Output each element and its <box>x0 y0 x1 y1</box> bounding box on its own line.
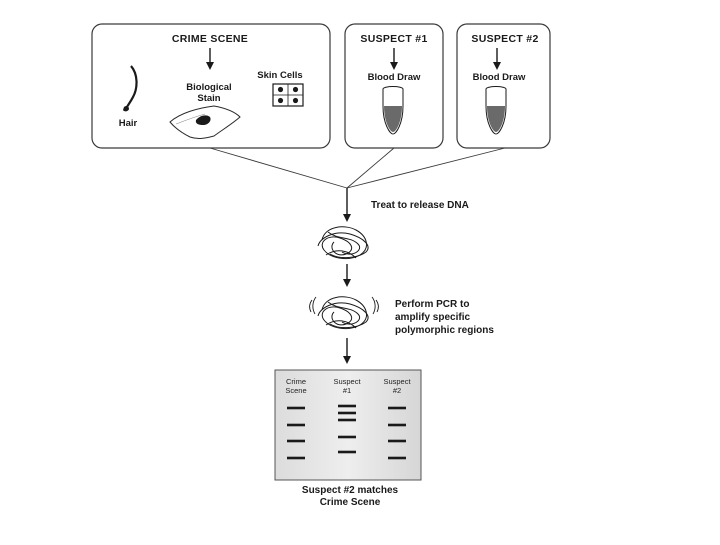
pcr-dna-tangle-icon <box>309 296 379 330</box>
hair-label: Hair <box>119 118 138 129</box>
result-line-2: Crime Scene <box>320 497 381 508</box>
gel-band <box>338 450 356 454</box>
gel-lane-header: #2 <box>393 386 401 395</box>
suspect-1-blood-draw-label: Blood Draw <box>368 72 421 83</box>
crime-scene-title: CRIME SCENE <box>172 33 248 45</box>
suspect-2-panel: SUSPECT #2 Blood Draw <box>456 23 551 149</box>
suspect-2-title: SUSPECT #2 <box>471 33 538 45</box>
gel-lane-header: #1 <box>343 386 351 395</box>
result-line-1: Suspect #2 matches <box>302 485 399 496</box>
suspect-2-blood-draw-label: Blood Draw <box>473 72 526 83</box>
cell-plate-icon <box>272 83 304 107</box>
gel-band <box>338 418 356 422</box>
gel-band <box>338 411 356 415</box>
blood-tube-icon <box>382 86 404 135</box>
suspect-1-title: SUSPECT #1 <box>360 33 427 45</box>
treat-release-dna-label: Treat to release DNA <box>371 200 469 211</box>
gel-band <box>287 439 305 443</box>
pcr-step-line-2: amplify specific <box>395 312 470 323</box>
biological-label: Biological <box>186 82 231 93</box>
gel-band <box>287 406 305 410</box>
hair-icon <box>123 65 138 112</box>
pcr-step-line-3: polymorphic regions <box>395 325 494 336</box>
suspect-1-panel: SUSPECT #1 Blood Draw <box>344 23 444 149</box>
converging-lines <box>209 147 506 189</box>
gel-band <box>388 423 406 427</box>
crime-scene-panel: CRIME SCENE Hair Biological Stain Skin C… <box>91 23 331 149</box>
gel-lane-header: Suspect <box>333 377 361 386</box>
gel-band <box>287 423 305 427</box>
gel-band <box>338 404 356 408</box>
dna-tangle-icon <box>317 226 369 260</box>
stain-label: Stain <box>197 93 220 104</box>
gel-band <box>388 439 406 443</box>
blood-tube-icon <box>485 86 507 135</box>
gel-lane-header: Scene <box>285 386 306 395</box>
gel-lane-header: Crime <box>286 377 306 386</box>
fabric-stain-icon <box>169 105 241 140</box>
gel-band <box>388 456 406 460</box>
gel-band <box>388 406 406 410</box>
gel-lane-header: Suspect <box>383 377 411 386</box>
gel-band <box>338 435 356 439</box>
gel-band <box>287 456 305 460</box>
skin-cells-label: Skin Cells <box>257 70 302 81</box>
pcr-step-line-1: Perform PCR to <box>395 299 469 310</box>
